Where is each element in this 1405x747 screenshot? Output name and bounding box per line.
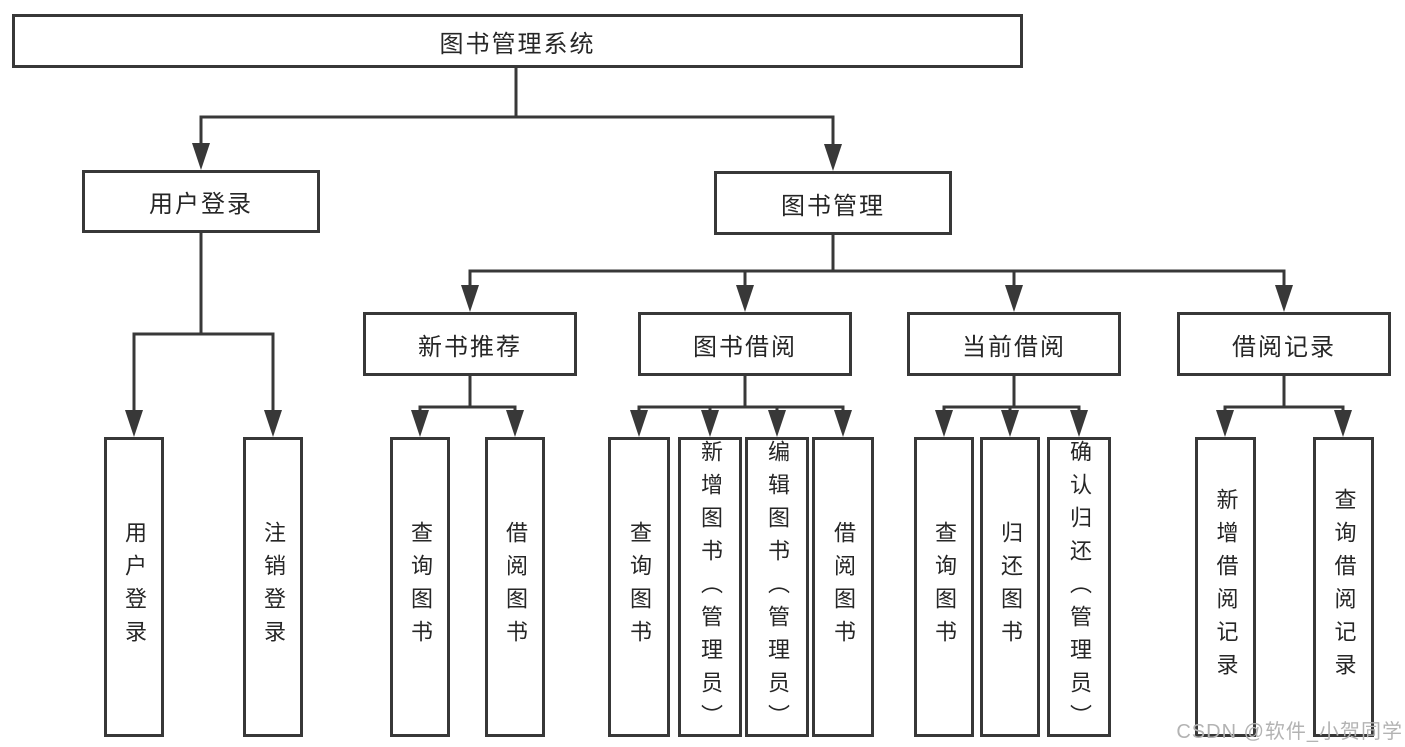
leaf-add-book-admin: 新增图书（管理员）: [678, 437, 742, 737]
node-current-borrow: 当前借阅: [907, 312, 1121, 376]
leaf-edit-book-admin: 编辑图书（管理员）: [745, 437, 809, 737]
arrowheads-leaves: [125, 410, 1352, 437]
arrowheads-level2: [192, 143, 842, 171]
leaf-borrow-book-2: 借阅图书: [812, 437, 874, 737]
leaf-query-book-1: 查询图书: [390, 437, 450, 737]
leaf-add-book-admin-label: 新增图书（管理员）: [698, 440, 723, 737]
connector-currentborrow-to-leaves: [942, 374, 1081, 413]
node-book-management: 图书管理: [714, 171, 952, 235]
node-current-borrow-label: 当前借阅: [962, 333, 1066, 361]
leaf-borrow-book-2-label: 借阅图书: [831, 521, 856, 653]
arrowheads-level3: [461, 285, 1293, 312]
csdn-watermark: CSDN @软件_小贺同学: [1176, 721, 1403, 743]
connector-root-to-level2: [199, 66, 835, 148]
node-new-book-recommend-label: 新书推荐: [418, 333, 522, 361]
leaf-query-book-1-label: 查询图书: [408, 521, 433, 653]
leaf-edit-book-admin-label: 编辑图书（管理员）: [765, 440, 790, 737]
leaf-borrow-book-1-label: 借阅图书: [503, 521, 528, 653]
node-user-login: 用户登录: [82, 170, 320, 233]
connector-newbook-to-leaves: [418, 374, 517, 413]
node-book-borrow: 图书借阅: [638, 312, 852, 376]
leaf-query-book-3-label: 查询图书: [932, 521, 957, 653]
node-user-login-label: 用户登录: [149, 191, 253, 218]
connector-bookborrow-to-leaves: [637, 374, 845, 413]
leaf-confirm-return-admin: 确认归还（管理员）: [1047, 437, 1111, 737]
node-new-book-recommend: 新书推荐: [363, 312, 577, 376]
node-borrow-records: 借阅记录: [1177, 312, 1391, 376]
leaf-query-book-3: 查询图书: [914, 437, 974, 737]
node-borrow-records-label: 借阅记录: [1232, 333, 1336, 361]
leaf-return-book: 归还图书: [980, 437, 1040, 737]
leaf-add-borrow-record-label: 新增借阅记录: [1213, 488, 1239, 686]
leaf-user-login: 用户登录: [104, 437, 164, 737]
leaf-query-book-2: 查询图书: [608, 437, 670, 737]
connector-bookmgmt-to-level3: [468, 233, 1286, 289]
leaf-return-book-label: 归还图书: [998, 521, 1023, 653]
leaf-confirm-return-admin-label: 确认归还（管理员）: [1067, 440, 1092, 737]
connector-userlogin-to-leaves: [132, 231, 275, 413]
node-book-management-label: 图书管理: [781, 192, 885, 220]
leaf-logout: 注销登录: [243, 437, 303, 737]
leaf-user-login-label: 用户登录: [122, 521, 147, 653]
leaf-logout-label: 注销登录: [261, 521, 286, 653]
node-root: 图书管理系统: [12, 14, 1023, 68]
leaf-borrow-book-1: 借阅图书: [485, 437, 545, 737]
leaf-query-borrow-record: 查询借阅记录: [1313, 437, 1374, 737]
leaf-query-book-2-label: 查询图书: [627, 521, 652, 653]
leaf-add-borrow-record: 新增借阅记录: [1195, 437, 1256, 737]
node-book-borrow-label: 图书借阅: [693, 333, 797, 361]
leaf-query-borrow-record-label: 查询借阅记录: [1331, 488, 1357, 686]
node-root-label: 图书管理系统: [439, 30, 596, 58]
connector-borrowrecords-to-leaves: [1223, 374, 1345, 413]
